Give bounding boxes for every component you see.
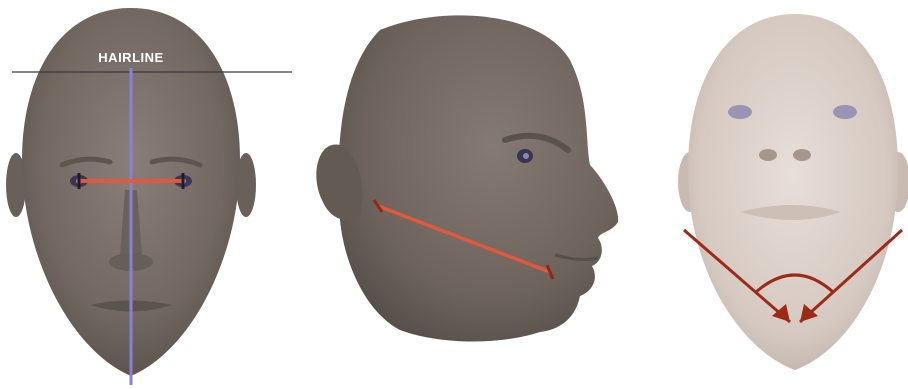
below-right-eye [833,105,857,119]
front-face-illustration: HAIRLINE [0,0,300,389]
below-view-panel [640,0,908,389]
profile-pupil [523,153,529,159]
right-nostril [793,149,811,161]
jaw-angle-illustration [640,0,908,389]
below-left-eye [728,105,752,119]
hairline-label: HAIRLINE [98,50,163,65]
left-nostril [759,149,777,161]
profile-head [338,15,618,341]
front-view-panel: HAIRLINE [0,0,300,389]
below-head [688,14,898,370]
profile-face-illustration [300,0,640,389]
profile-view-panel [300,0,640,389]
